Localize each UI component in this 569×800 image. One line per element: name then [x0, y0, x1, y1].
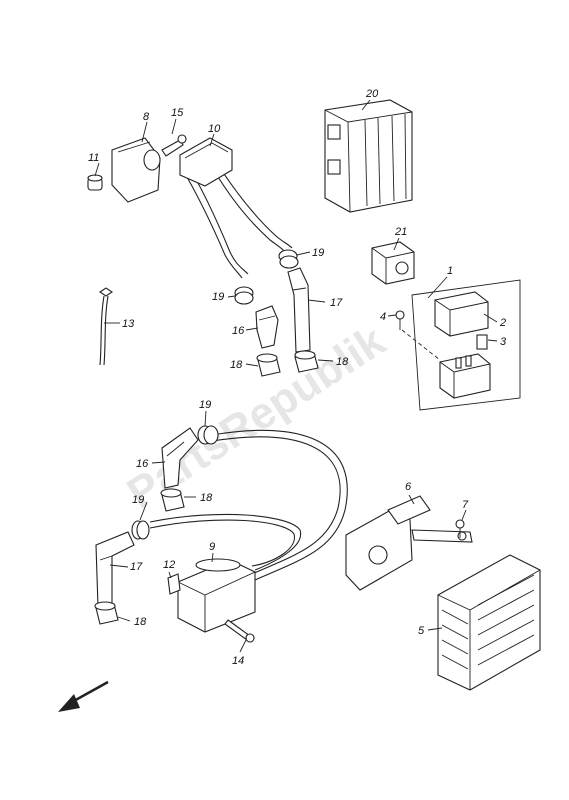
- callout-1: 1: [447, 265, 453, 277]
- callout-18-upper-right: 18: [336, 356, 349, 368]
- callout-6: 6: [405, 481, 412, 493]
- watermark-text: PartsRepublik: [119, 316, 394, 519]
- callout-3: 3: [500, 336, 507, 348]
- callout-16-lower: 16: [136, 458, 149, 470]
- callout-14: 14: [232, 655, 244, 667]
- front-direction-arrow-icon: [58, 680, 109, 712]
- plug-cap-16-lower: [161, 427, 199, 489]
- ecm-unit-20: [324, 99, 413, 213]
- callout-5: 5: [418, 625, 425, 637]
- callout-20: 20: [365, 88, 379, 100]
- callout-18-bottom: 18: [134, 616, 147, 628]
- callout-11: 11: [88, 152, 99, 164]
- callout-19-lower-left: 19: [132, 494, 144, 506]
- regulator-rectifier-5: [437, 554, 541, 691]
- relay-cover-2: [434, 291, 489, 337]
- callout-17-upper: 17: [330, 297, 343, 309]
- callout-8: 8: [143, 111, 150, 123]
- callout-10: 10: [208, 123, 221, 135]
- callout-21: 21: [394, 226, 407, 238]
- regulator-bracket-6: [345, 495, 473, 591]
- lower-plug-caps: [94, 425, 219, 625]
- callout-17-lower: 17: [130, 561, 143, 573]
- starter-relay-group-1: [395, 279, 521, 411]
- leader-lines: [94, 99, 498, 653]
- plug-cap-17-lower: [95, 531, 135, 608]
- callout-4: 4: [380, 311, 386, 323]
- screw-7: [455, 519, 465, 538]
- callout-19-upper-left: 19: [212, 291, 224, 303]
- ignition-coil-10: [179, 137, 233, 187]
- callout-19-upper-right: 19: [312, 247, 324, 259]
- lower-ignition-coil-assembly: [149, 429, 348, 643]
- callout-18-upper-left: 18: [230, 359, 243, 371]
- screw-4: [395, 310, 405, 320]
- cable-tie-13: [99, 287, 113, 366]
- plug-cap-16: [255, 305, 279, 349]
- bolt-15: [161, 139, 184, 157]
- callout-2: 2: [499, 317, 506, 329]
- callout-16-upper: 16: [232, 325, 245, 337]
- callout-12: 12: [163, 559, 175, 571]
- callout-18-mid: 18: [200, 492, 213, 504]
- bracket-12: [167, 573, 181, 595]
- relay-21: [371, 241, 415, 285]
- upper-plug-caps: [234, 249, 319, 377]
- callout-13: 13: [122, 318, 135, 330]
- fuse-3: [476, 334, 488, 350]
- callout-15: 15: [171, 107, 184, 119]
- callout-9: 9: [209, 541, 215, 553]
- callout-7: 7: [462, 499, 469, 511]
- callout-labels: 1 2 3 4 5 6 7 8 9 10 11 12 13 14 15 16 1…: [88, 88, 507, 667]
- upper-ignition-coil-assembly: [87, 134, 293, 279]
- callout-19-lower-top: 19: [199, 399, 211, 411]
- plug-cap-17: [287, 267, 311, 353]
